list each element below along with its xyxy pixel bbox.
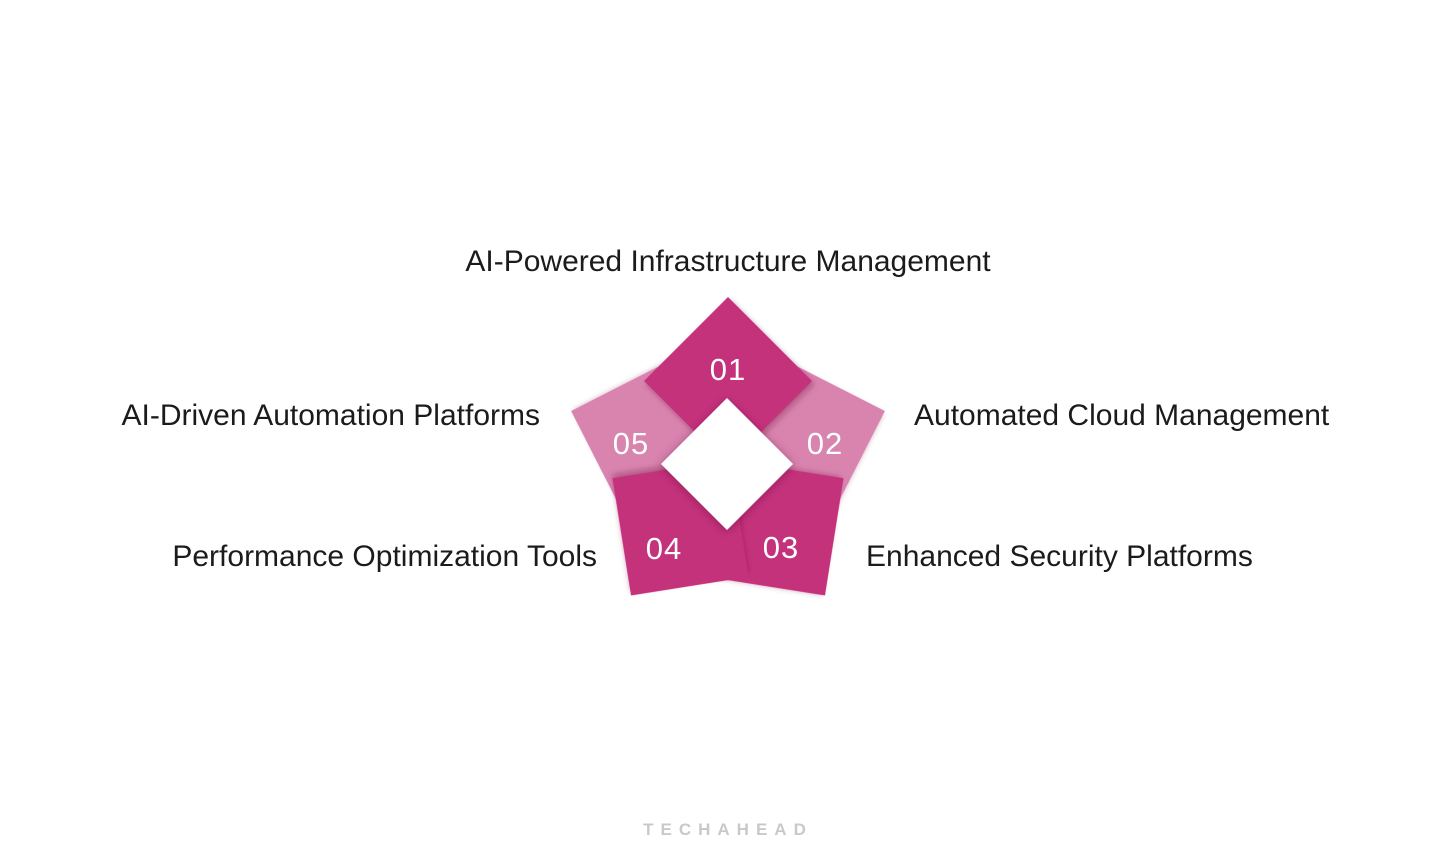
segment-number-01: 01 [710, 352, 746, 387]
techahead-watermark: TECHAHEAD [643, 820, 813, 839]
petal-01 [644, 297, 812, 465]
center-diamond [661, 398, 793, 530]
segment-number-03: 03 [763, 530, 799, 565]
segment-label-01: AI-Powered Infrastructure Management [465, 245, 991, 278]
segment-label-05: AI-Driven Automation Platforms [121, 399, 541, 432]
segment-label-04: Performance Optimization Tools [172, 540, 597, 573]
segment-number-04: 04 [646, 531, 682, 566]
segment-label-03: Enhanced Security Platforms [866, 540, 1253, 573]
segment-number-02: 02 [807, 426, 843, 461]
segment-number-05: 05 [613, 426, 649, 461]
segment-label-02: Automated Cloud Management [914, 399, 1330, 432]
